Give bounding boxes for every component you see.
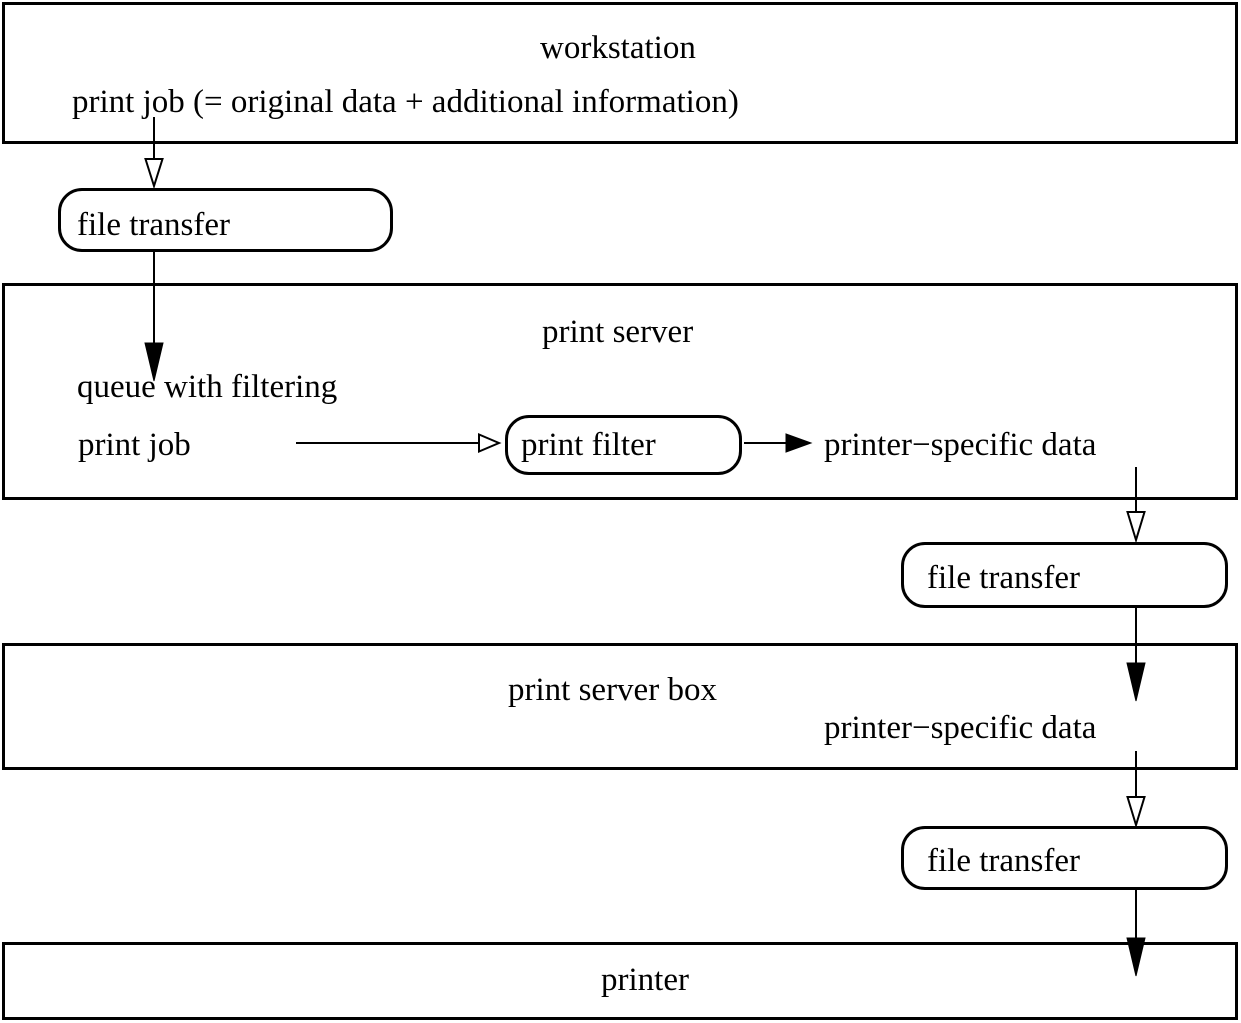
print-server-box-title: print server box: [508, 672, 717, 708]
printer-specific-data-label-2: printer−specific data: [824, 710, 1097, 746]
workstation-title: workstation: [540, 30, 696, 66]
file-transfer-label-2: file transfer: [927, 560, 1080, 596]
print-filter-label: print filter: [521, 427, 656, 463]
print-server-box-hardware-box: [2, 643, 1238, 770]
file-transfer-node-2: [901, 542, 1228, 608]
printer-specific-data-label-1: printer−specific data: [824, 427, 1097, 463]
file-transfer-label-1: file transfer: [77, 207, 230, 243]
print-server-box: [2, 283, 1238, 500]
print-server-title: print server: [542, 314, 694, 350]
workstation-box: [2, 2, 1238, 144]
workstation-print-job-line: print job (= original data + additional …: [72, 84, 739, 120]
file-transfer-label-3: file transfer: [927, 843, 1080, 879]
printer-box: [2, 942, 1238, 1020]
print-job-label: print job: [78, 427, 191, 463]
queue-with-filtering-label: queue with filtering: [77, 369, 338, 405]
print-filter-node: [505, 415, 742, 475]
file-transfer-node-1: [58, 188, 393, 252]
printer-title: printer: [601, 962, 689, 998]
file-transfer-node-3: [901, 826, 1228, 890]
